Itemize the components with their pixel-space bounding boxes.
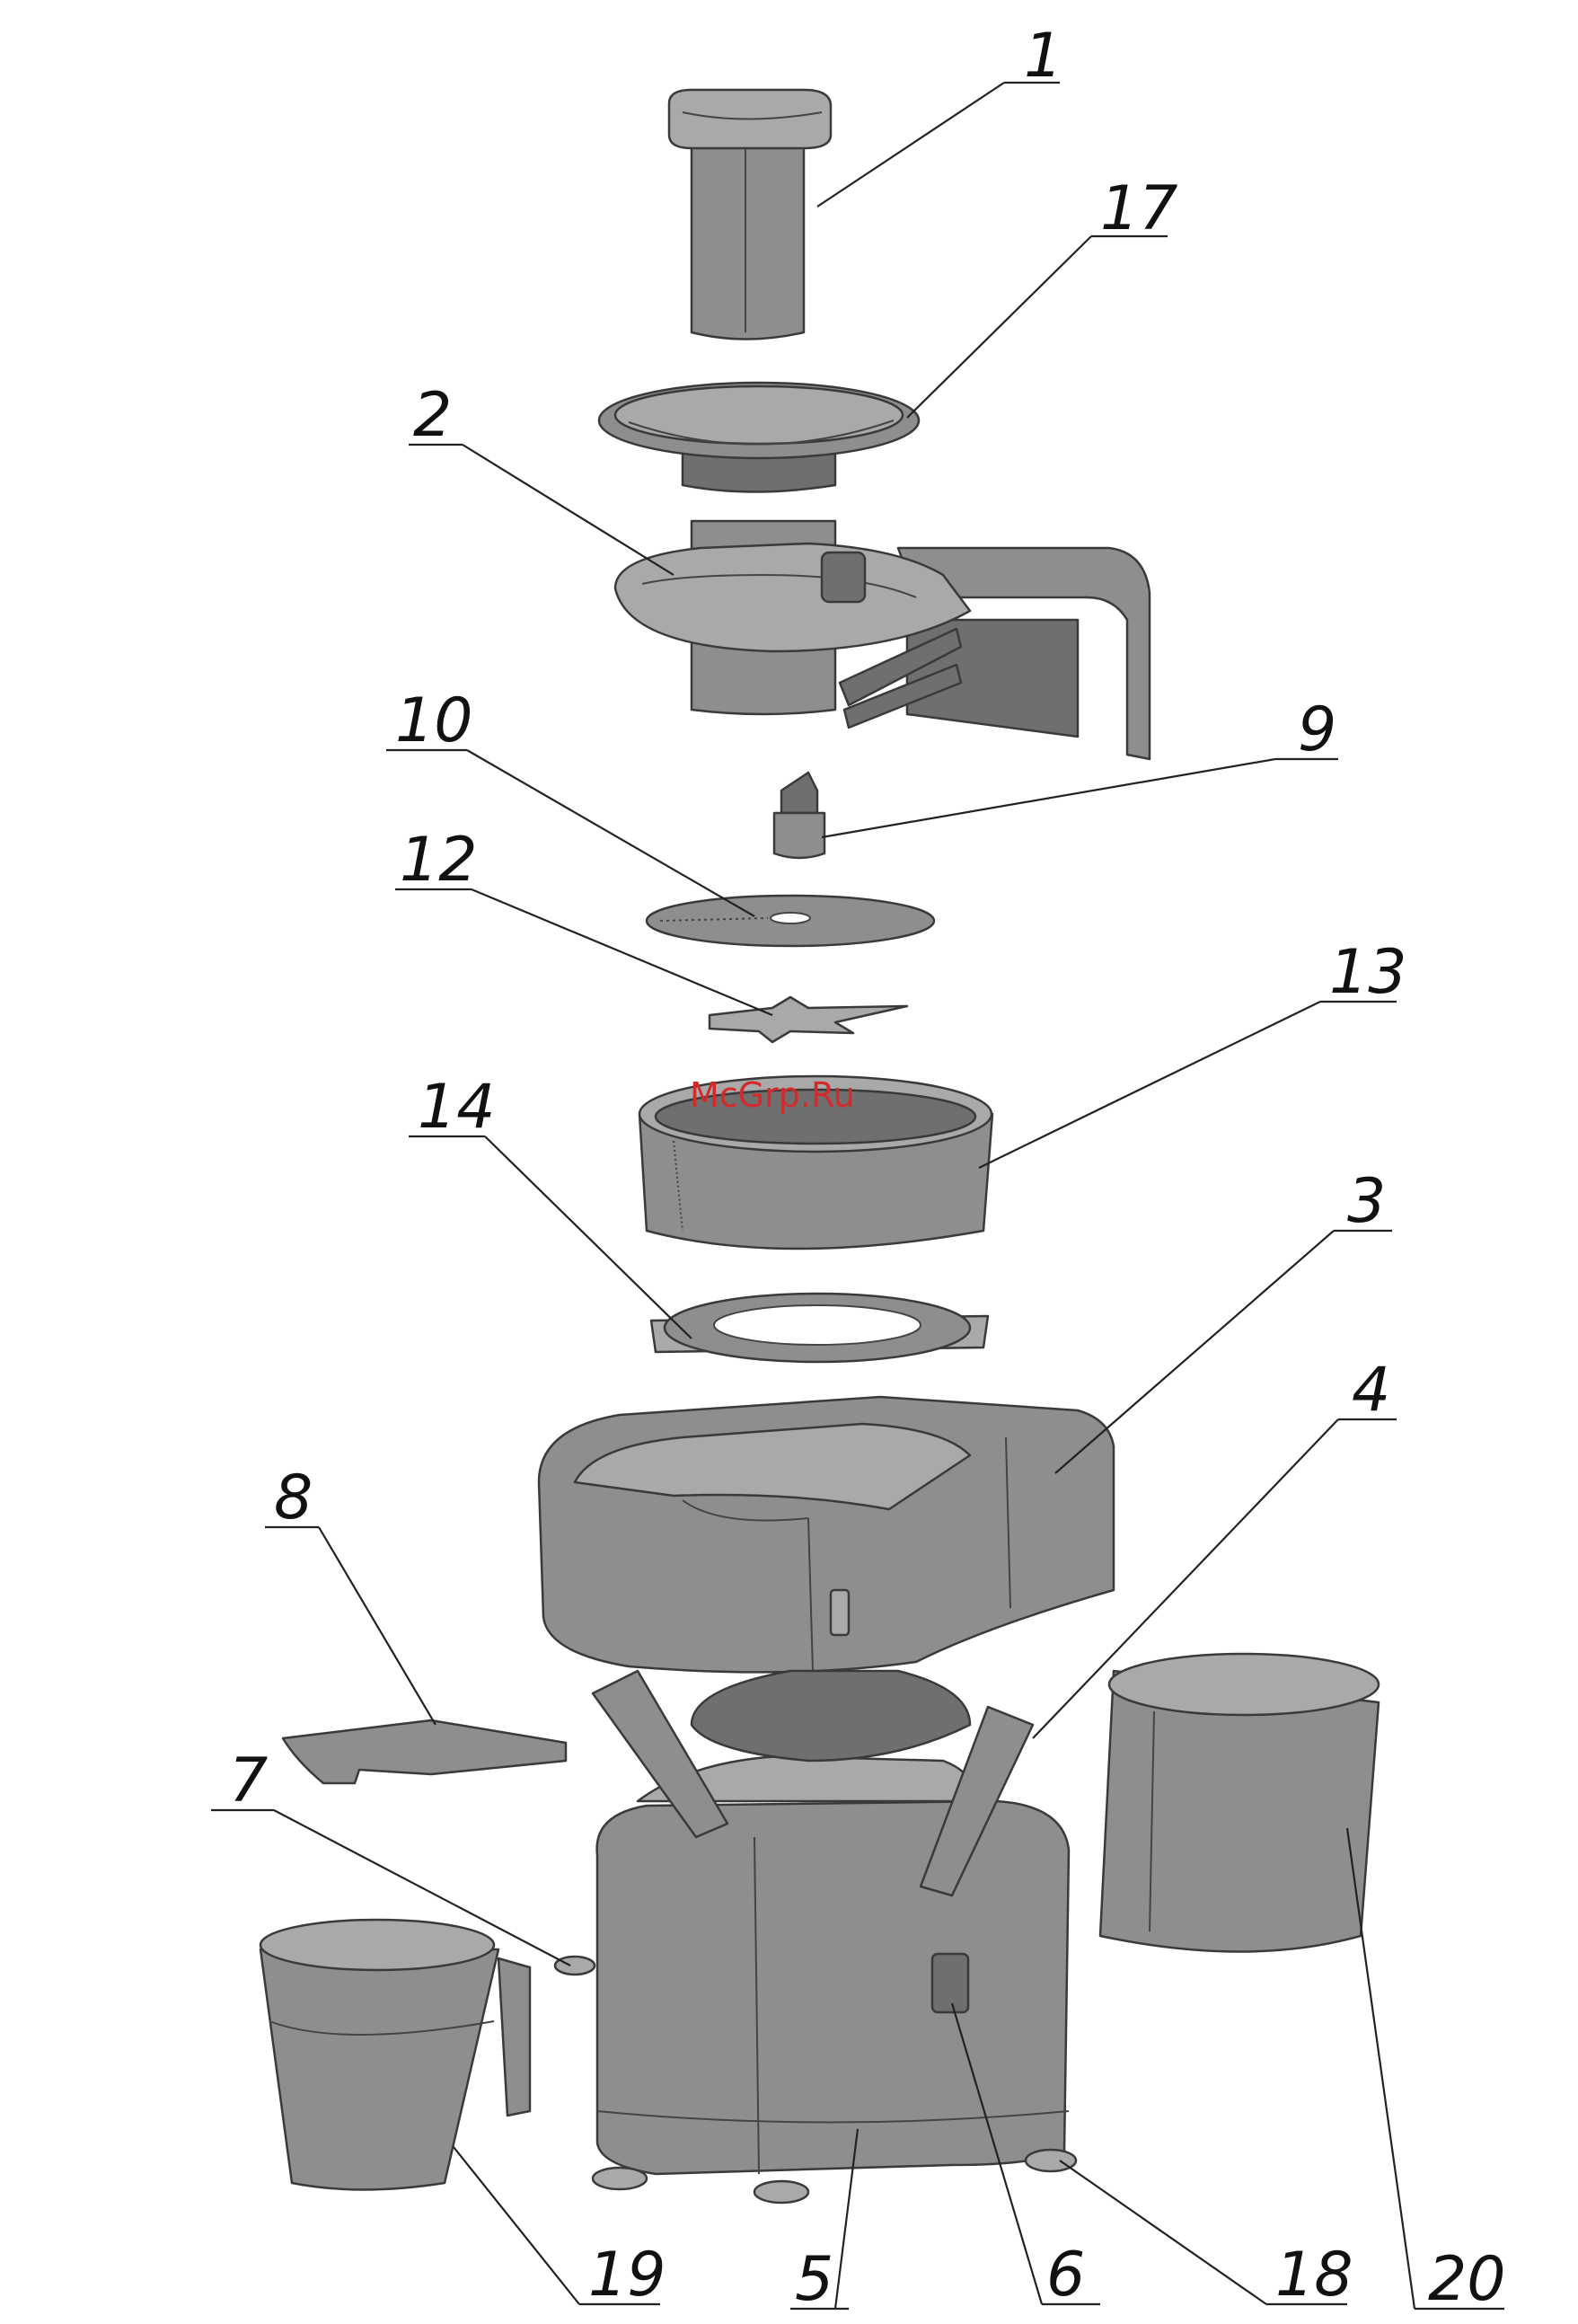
part-9-coupling <box>774 773 824 858</box>
callout-number: 7 <box>229 1745 268 1816</box>
part-2-cover <box>615 521 1150 759</box>
part-8-tray <box>283 1720 566 1783</box>
part-19-jug <box>260 1920 530 2190</box>
part-1-pusher <box>669 90 831 340</box>
part-5-base <box>593 1590 1076 2203</box>
callout-number: 8 <box>274 1462 313 1533</box>
callout-number: 10 <box>395 685 473 756</box>
callout-number: 19 <box>588 2240 666 2311</box>
callout-number: 6 <box>1046 2240 1085 2311</box>
callout-number: 9 <box>1298 694 1336 765</box>
callout-20: 20 <box>1347 1828 1506 2315</box>
callout-number: 3 <box>1347 1166 1386 1237</box>
callout-number: 4 <box>1352 1355 1390 1426</box>
part-17-lid <box>599 383 919 492</box>
callout-1: 1 <box>817 21 1062 207</box>
watermark-text: McGrp.Ru <box>690 1075 855 1115</box>
callout-18: 18 <box>1060 2161 1353 2311</box>
callout-17: 17 <box>907 173 1178 418</box>
callout-number: 5 <box>795 2244 833 2315</box>
callout-number: 20 <box>1428 2244 1506 2315</box>
part-3-housing <box>539 1397 1114 1672</box>
part-7-ring <box>555 1957 595 1975</box>
callout-number: 18 <box>1275 2240 1353 2311</box>
callout-number: 12 <box>400 825 478 896</box>
callout-9: 9 <box>822 694 1338 837</box>
callout-13: 13 <box>979 937 1407 1168</box>
callout-number: 2 <box>413 380 452 451</box>
callout-number: 14 <box>418 1072 496 1143</box>
callout-8: 8 <box>265 1462 436 1725</box>
part-20-container <box>1100 1654 1379 1952</box>
callout-number: 13 <box>1329 937 1407 1008</box>
part-12-knife <box>710 997 907 1042</box>
callout-number: 1 <box>1024 21 1062 92</box>
callout-number: 17 <box>1100 173 1178 244</box>
part-14-ring <box>651 1294 988 1362</box>
part-10-grater-disc <box>647 896 934 946</box>
